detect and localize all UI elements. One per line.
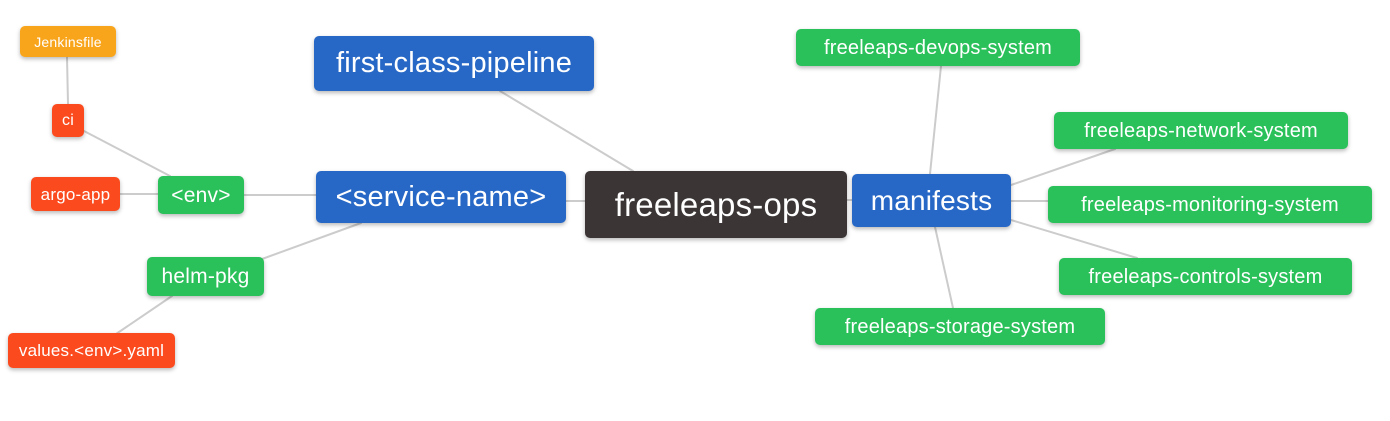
node-label: freeleaps-storage-system <box>844 315 1076 338</box>
node-label: argo-app <box>40 184 111 204</box>
node-label: <env> <box>171 183 231 207</box>
node-label: values.<env>.yaml <box>18 341 165 360</box>
node-label: Jenkinsfile <box>34 33 102 50</box>
node-argo-app[interactable]: argo-app <box>31 177 120 211</box>
node-helm-pkg[interactable]: helm-pkg <box>147 257 264 296</box>
node-label: first-class-pipeline <box>335 47 573 79</box>
edge-helm-pkg-service-name <box>261 222 362 260</box>
node-values-env-yaml[interactable]: values.<env>.yaml <box>8 333 175 368</box>
node-ci[interactable]: ci <box>52 104 84 137</box>
node-label: freeleaps-controls-system <box>1088 265 1323 288</box>
edge-first-class-pipeline-freeleaps-ops <box>499 90 634 172</box>
node-freeleaps-network-system[interactable]: freeleaps-network-system <box>1054 112 1348 149</box>
edge-manifests-freeleaps-controls-system <box>1010 219 1138 259</box>
node-freeleaps-ops[interactable]: freeleaps-ops <box>585 171 847 238</box>
node-env[interactable]: <env> <box>158 176 244 214</box>
node-jenkinsfile[interactable]: Jenkinsfile <box>20 26 116 57</box>
node-freeleaps-devops-system[interactable]: freeleaps-devops-system <box>796 29 1080 66</box>
node-manifests[interactable]: manifests <box>852 174 1011 227</box>
node-label: manifests <box>870 184 993 216</box>
node-label: <service-name> <box>335 180 547 213</box>
edge-ci-env <box>83 130 171 177</box>
edge-manifests-freeleaps-devops-system <box>929 65 942 175</box>
node-label: helm-pkg <box>161 265 250 288</box>
edge-manifests-freeleaps-network-system <box>1010 148 1116 186</box>
edge-jenkinsfile-ci <box>66 56 69 105</box>
edge-manifests-freeleaps-storage-system <box>934 226 954 309</box>
edge-values-env-yaml-helm-pkg <box>115 295 173 335</box>
node-freeleaps-storage-system[interactable]: freeleaps-storage-system <box>815 308 1105 345</box>
node-freeleaps-monitoring-system[interactable]: freeleaps-monitoring-system <box>1048 186 1372 223</box>
node-service-name[interactable]: <service-name> <box>316 171 566 223</box>
node-label: freeleaps-network-system <box>1084 119 1318 142</box>
node-label: freeleaps-devops-system <box>823 36 1053 59</box>
node-label: freeleaps-ops <box>614 186 818 223</box>
node-first-class-pipeline[interactable]: first-class-pipeline <box>314 36 594 91</box>
node-label: freeleaps-monitoring-system <box>1081 193 1339 216</box>
node-label: ci <box>62 111 74 129</box>
node-freeleaps-controls-system[interactable]: freeleaps-controls-system <box>1059 258 1352 295</box>
